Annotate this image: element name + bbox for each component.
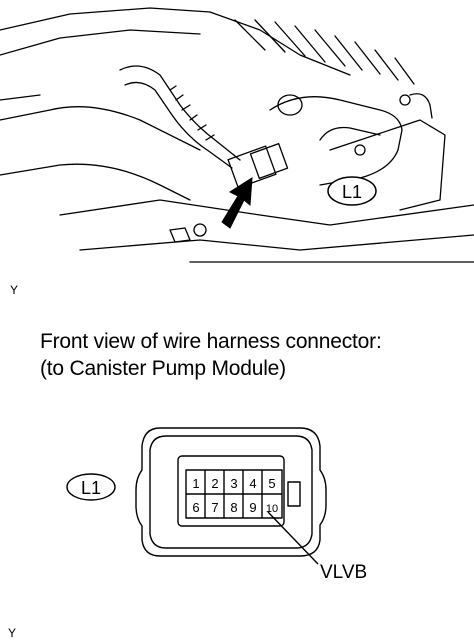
callout-l1-ellipse [327, 176, 377, 206]
view-code-label: Y [8, 626, 17, 640]
pin-number: 3 [230, 476, 237, 491]
pin-number: 1 [192, 476, 199, 491]
pin-number: 4 [249, 476, 256, 491]
connector-front-view: L1 1 2 3 4 5 6 7 8 9 10 VLVB [66, 427, 367, 583]
pin-number: 9 [249, 500, 256, 515]
connector-callout-text: L1 [81, 478, 101, 498]
connector-callout-ellipse [66, 473, 116, 501]
view-code-label: Y [10, 283, 19, 297]
terminal-label-vlvb: VLVB [320, 562, 367, 583]
pin-number: 10 [266, 503, 278, 515]
caption-title: Front view of wire harness connector: [40, 330, 382, 353]
pin-number: 6 [192, 500, 199, 515]
harness-illustration: L1 [0, 7, 474, 263]
callout-l1-text: L1 [342, 182, 362, 202]
pin-number: 2 [211, 476, 218, 491]
pin-number: 7 [211, 500, 218, 515]
pin-number: 8 [230, 500, 237, 515]
caption-subtitle: (to Canister Pump Module) [40, 357, 286, 380]
pin-number: 5 [268, 476, 275, 491]
